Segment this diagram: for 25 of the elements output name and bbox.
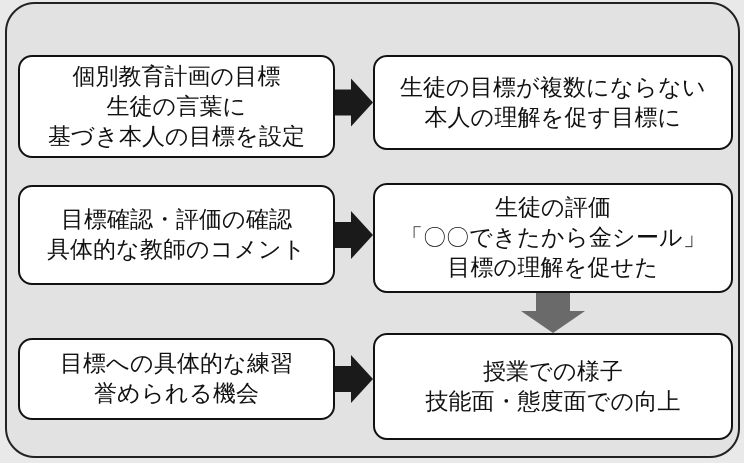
box-text: 授業での様子 [483,358,623,386]
block-arrow [521,293,585,333]
text-box [18,55,335,158]
box-text: 本人の理解を促す目標に [424,104,682,132]
box-text: 誉められる機会 [94,380,259,409]
box-text: 目標への具体的な練習 [60,350,293,379]
block-arrow [335,355,373,403]
box-text: 目標の理解を促せた [448,254,658,283]
block-arrow [335,211,373,259]
box-text: 個別教育計画の目標 [72,62,280,92]
text-box [373,333,733,440]
text-box [18,185,335,285]
box-text: 「〇〇できたから金シール」 [400,224,706,253]
rounded-frame [5,2,740,458]
box-text: 基づき本人の目標を設定 [48,122,305,152]
box-text: 生徒の評価 [495,194,611,223]
box-text: 目標確認・評価の確認 [61,206,292,235]
box-text: 技能面・態度面での向上 [426,388,680,416]
text-box [373,183,733,293]
text-box [18,338,335,420]
box-text: 具体的な教師のコメント [47,236,306,265]
box-text: 生徒の目標が複数にならない [400,74,706,102]
text-box [373,55,733,150]
block-arrow [335,78,373,126]
box-text: 生徒の言葉に [106,92,246,122]
